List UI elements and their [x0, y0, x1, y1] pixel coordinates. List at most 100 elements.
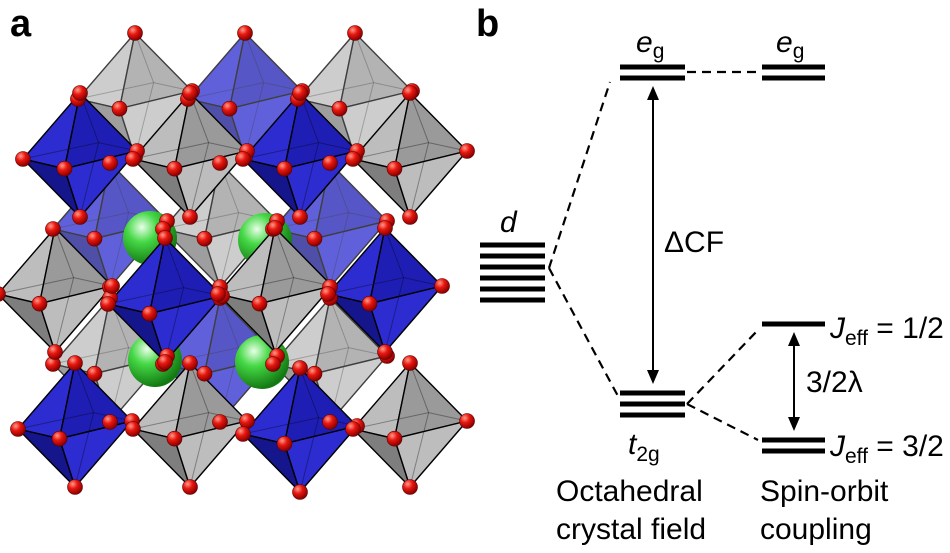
oxygen-atom	[72, 209, 88, 225]
caption-octahedral-line1: Octahedral	[556, 475, 703, 508]
oxygen-atom	[86, 365, 103, 382]
oxygen-atom	[212, 414, 228, 430]
d-levels	[480, 242, 545, 303]
oxygen-atom	[182, 209, 198, 225]
oxygen-atom	[67, 479, 83, 495]
oxygen-atom	[166, 430, 183, 447]
oxygen-atom	[292, 209, 308, 225]
eg-left-label: eg	[636, 26, 664, 63]
caption-octahedral-line2: crystal field	[556, 513, 706, 546]
oxygen-atom	[459, 413, 475, 429]
oxygen-atom	[100, 296, 116, 312]
connector-d-t2g	[548, 267, 620, 399]
oxygen-atom	[402, 85, 418, 101]
oxygen-atom	[320, 286, 336, 302]
oxygen-atom	[306, 230, 323, 247]
oxygen-atom	[86, 230, 103, 247]
oxygen-atom	[102, 414, 118, 430]
panel-b-label: b	[476, 3, 499, 45]
oxygen-atom	[377, 220, 393, 236]
oxygen-atom	[361, 295, 378, 312]
oxygen-atom	[51, 430, 68, 447]
perovskite-crystal-structure	[0, 25, 475, 500]
gray-octahedron	[217, 227, 333, 353]
oxygen-atom	[125, 151, 141, 167]
oxygen-atom	[15, 151, 31, 167]
oxygen-atom	[377, 344, 393, 360]
oxygen-atom	[459, 143, 475, 159]
oxygen-atom	[182, 85, 198, 101]
gray-octahedron	[132, 92, 248, 218]
gray-octahedron	[132, 362, 248, 488]
oxygen-atom	[56, 160, 73, 177]
soc-arrow	[788, 332, 800, 431]
oxygen-atom	[292, 484, 308, 500]
oxygen-atom	[345, 421, 361, 437]
eg-levels-right	[762, 64, 825, 81]
oxygen-atom	[386, 160, 403, 177]
eg-levels-left	[620, 64, 685, 81]
oxygen-atom	[402, 479, 418, 495]
oxygen-atom	[0, 286, 6, 302]
energy-level-diagram: d eg eg ΔCF t2g Jeff = 1/2 Jeff = 3/2 3/…	[480, 26, 944, 546]
jeff-half-label: Jeff = 1/2	[829, 312, 944, 350]
oxygen-atom	[196, 365, 213, 382]
oxygen-atom	[210, 286, 226, 302]
t2g-label: t2g	[628, 428, 660, 466]
oxygen-atom	[322, 414, 338, 430]
oxygen-atom	[10, 421, 26, 437]
oxygen-atom	[47, 344, 63, 360]
oxygen-atom	[182, 479, 198, 495]
oxygen-atom	[166, 160, 183, 177]
oxygen-atom	[306, 365, 323, 382]
caption-soc-line2: coupling	[760, 513, 872, 546]
gray-octahedron	[0, 227, 113, 353]
d-label: d	[500, 206, 518, 239]
jeff-threehalf-label: Jeff = 3/2	[829, 430, 944, 468]
oxygen-atom	[265, 356, 281, 372]
oxygen-atom	[127, 25, 143, 41]
blue-octahedron	[22, 92, 138, 218]
oxygen-atom	[322, 155, 338, 171]
oxygen-atom	[292, 360, 308, 376]
oxygen-atom	[157, 230, 173, 246]
panel-a-label: a	[10, 3, 32, 45]
oxygen-atom	[239, 413, 255, 429]
oxygen-atom	[102, 155, 118, 171]
oxygen-atom	[182, 355, 198, 371]
oxygen-atom	[267, 220, 283, 236]
oxygen-atom	[402, 209, 418, 225]
oxygen-atom	[67, 355, 83, 371]
oxygen-atom	[212, 155, 228, 171]
caption-soc-line1: Spin-orbit	[760, 475, 889, 508]
t2g-levels	[620, 390, 685, 418]
oxygen-atom	[434, 278, 450, 294]
oxygen-atom	[331, 100, 348, 117]
oxygen-atom	[292, 85, 308, 101]
oxygen-atom	[235, 151, 251, 167]
oxygen-atom	[402, 355, 418, 371]
oxygen-atom	[157, 354, 173, 370]
oxygen-atom	[72, 85, 88, 101]
jeff-threehalf-levels	[762, 437, 825, 454]
oxygen-atom	[221, 100, 238, 117]
oxygen-atom	[276, 435, 293, 452]
blue-octahedron	[107, 237, 223, 363]
oxygen-atom	[104, 278, 120, 294]
blue-octahedron	[242, 367, 358, 493]
oxygen-atom	[276, 160, 293, 177]
crystal-field-arrow	[647, 86, 659, 384]
oxygen-atom	[386, 430, 403, 447]
connector-t2g-jthreehalf	[686, 403, 759, 441]
oxygen-atom	[251, 295, 268, 312]
connector-d-eg	[547, 81, 612, 269]
eg-right-label: eg	[776, 26, 804, 63]
soc-gap-label: 3/2λ	[806, 366, 863, 399]
crystal-field-gap-label: ΔCF	[664, 226, 724, 259]
oxygen-atom	[345, 151, 361, 167]
gray-octahedron	[352, 362, 468, 488]
oxygen-atom	[141, 305, 158, 322]
oxygen-atom	[347, 25, 363, 41]
oxygen-atom	[235, 426, 251, 442]
